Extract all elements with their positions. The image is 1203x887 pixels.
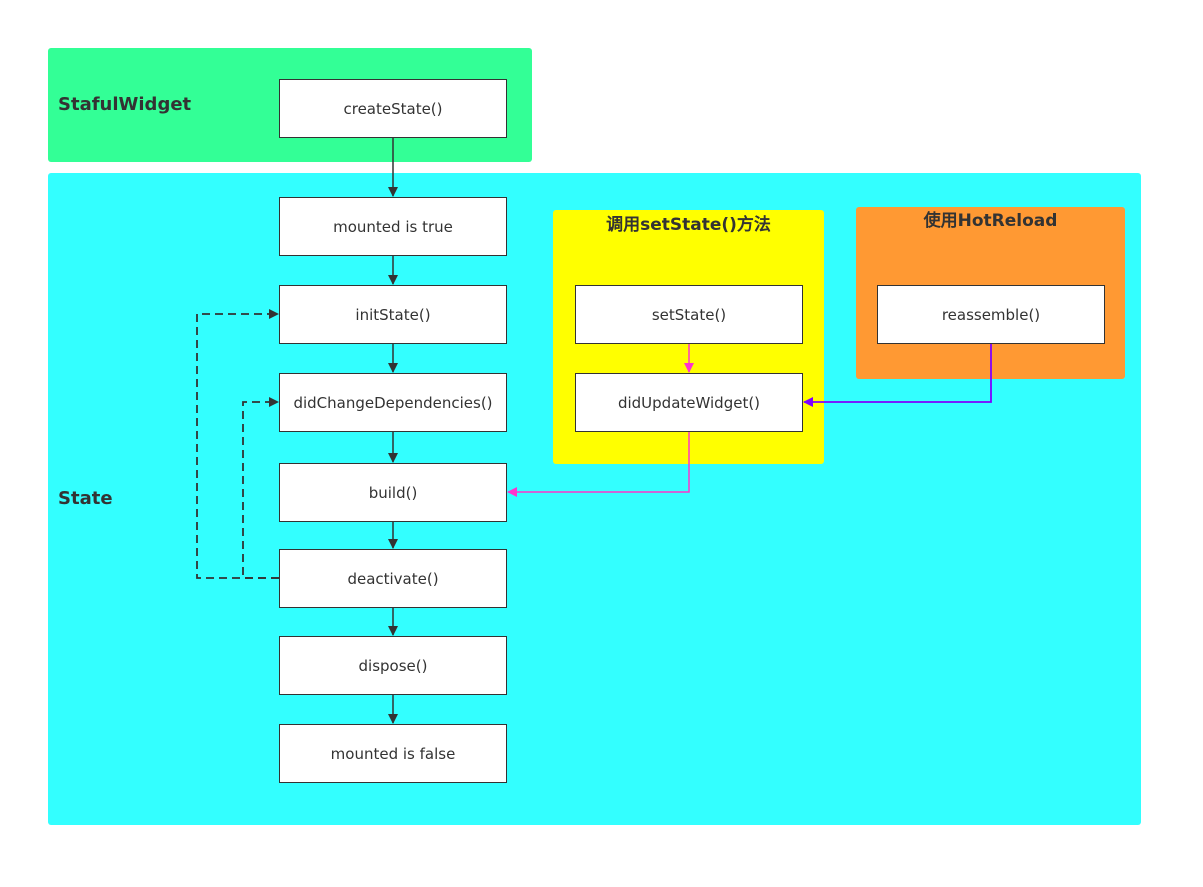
mounted-true-node: mounted is true (279, 197, 507, 256)
set-state-node: setState() (575, 285, 803, 344)
reassemble-node: reassemble() (877, 285, 1105, 344)
state-label: State (58, 488, 113, 509)
did-update-widget-node: didUpdateWidget() (575, 373, 803, 432)
deactivate-node: deactivate() (279, 549, 507, 608)
build-node: build() (279, 463, 507, 522)
mounted-false-node: mounted is false (279, 724, 507, 783)
dispose-node: dispose() (279, 636, 507, 695)
hot-reload-group-label: 使用HotReload (923, 211, 1058, 231)
init-state-node: initState() (279, 285, 507, 344)
create-state-node: createState() (279, 79, 507, 138)
did-change-dependencies-node: didChangeDependencies() (279, 373, 507, 432)
stateful-widget-label: StafulWidget (58, 94, 192, 115)
set-state-group-label: 调用setState()方法 (606, 215, 771, 235)
